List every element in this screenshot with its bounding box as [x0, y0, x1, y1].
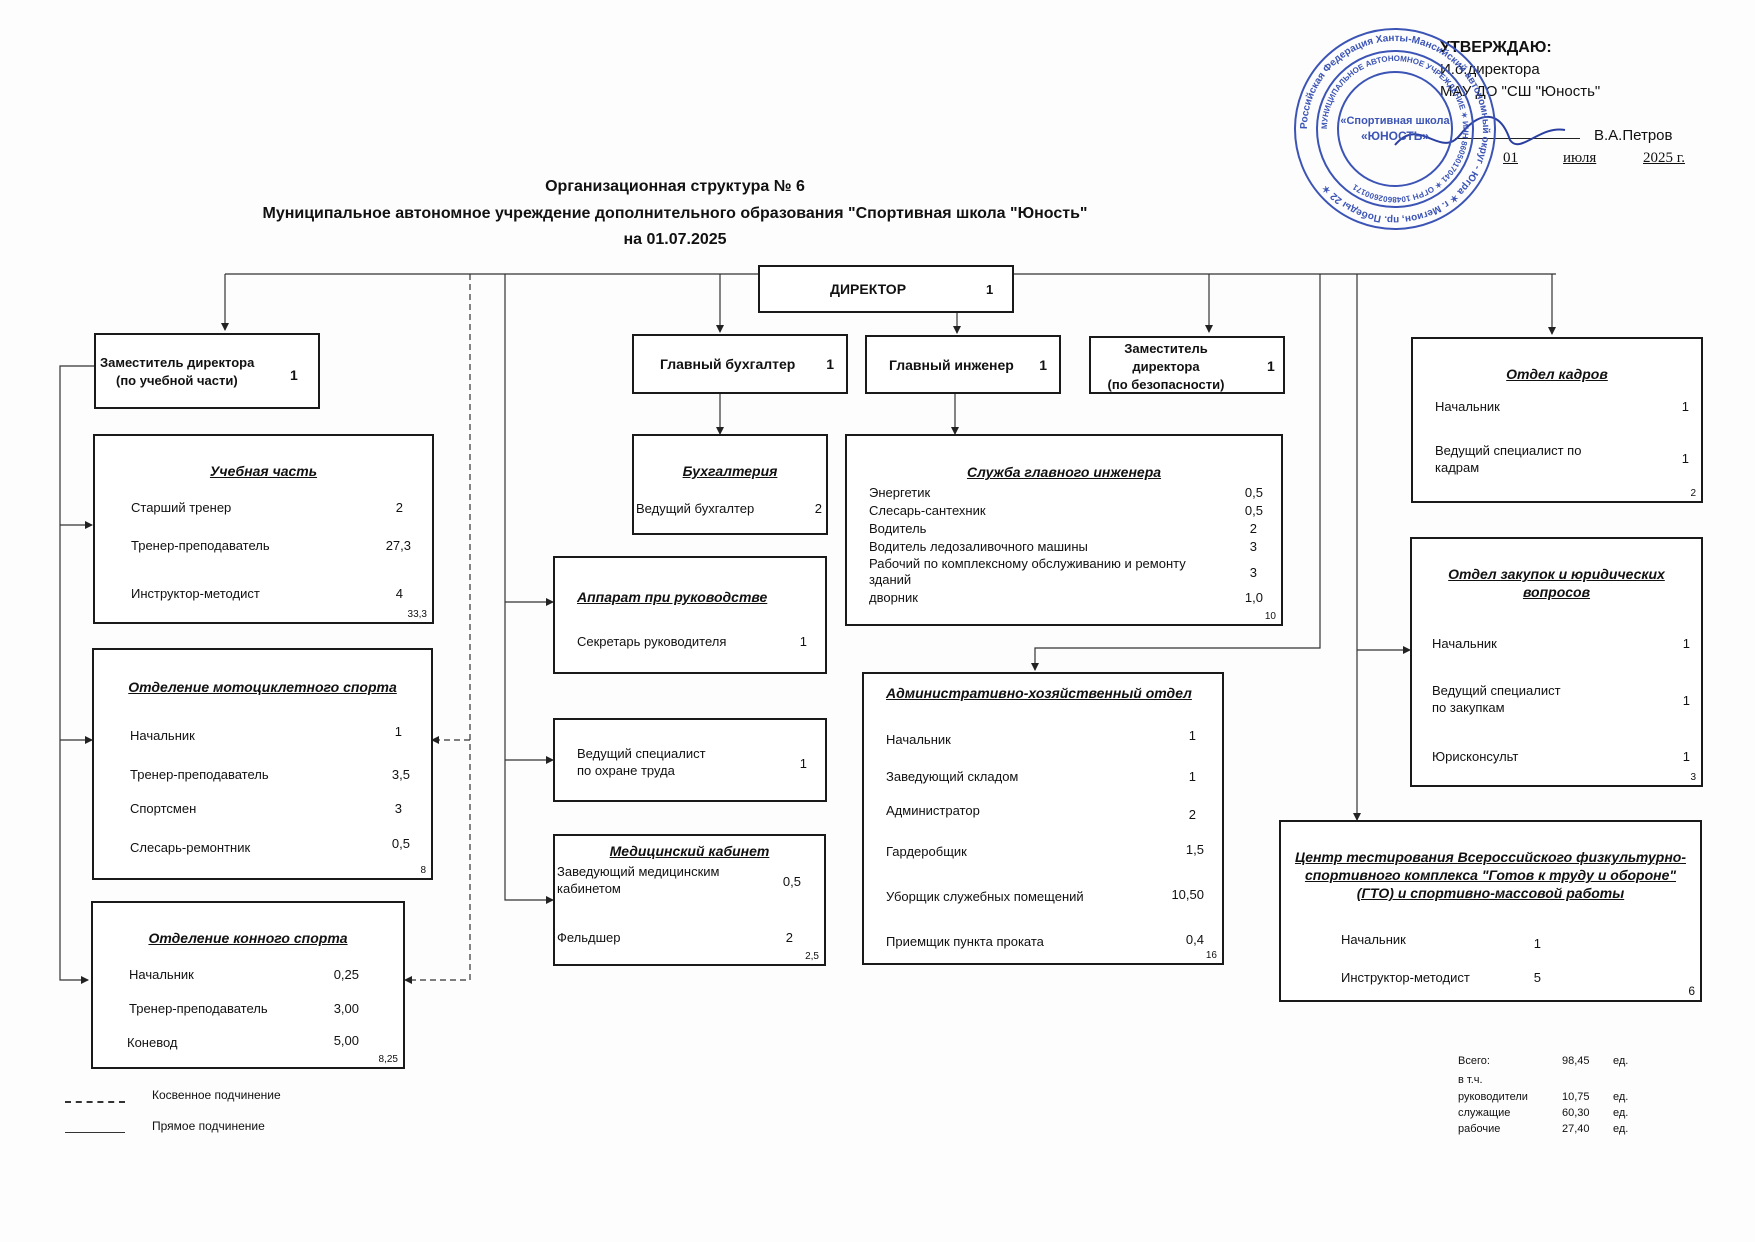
approval-day: 01 — [1503, 150, 1518, 166]
summary-row: служащие 60,30 ед. — [1458, 1107, 1629, 1119]
engineer-service-box: Служба главного инженера Энергетик 0,5 С… — [845, 434, 1283, 626]
doc-title-line1: Организационная структура № 6 — [545, 178, 805, 195]
medical-title: Медицинский кабинет — [609, 843, 770, 859]
summary-row: руководители 10,75 ед. — [1458, 1091, 1629, 1103]
hr-box: Отдел кадров Начальник 1 Ведущий специал… — [1411, 337, 1703, 503]
accounting-box: Бухгалтерия Ведущий бухгалтер 2 — [632, 434, 828, 535]
gto-title-line2: спортивного комплекса "Готов к труду и о… — [1304, 867, 1677, 883]
medical-box: Медицинский кабинет Заведующий медицинск… — [553, 834, 826, 966]
legend-direct: Прямое подчинение — [152, 1119, 265, 1133]
list-item: Заведующий медицинским кабинетом 0,5 — [557, 864, 801, 896]
procurement-box: Отдел закупок и юридических вопросов Нач… — [1410, 537, 1703, 787]
official-seal: Российская Федерация Ханты-Мансийский ав… — [1294, 28, 1496, 230]
horse-total: 8,25 — [378, 1054, 398, 1065]
deputy-security-line3: (по безопасности) — [1107, 377, 1225, 392]
legend-solid-line — [65, 1132, 125, 1133]
approval-signer: В.А.Петров — [1594, 127, 1673, 144]
deputy-security-box: Заместитель директора (по безопасности) … — [1089, 336, 1285, 394]
horse-box: Отделение конного спорта Начальник 0,25 … — [91, 901, 405, 1069]
list-item: Ведущий специалист по кадрам 1 — [1435, 443, 1689, 475]
engineer-service-title: Служба главного инженера — [966, 464, 1162, 480]
list-item: Рабочий по комплексному обслуживанию и р… — [869, 556, 1257, 587]
admin-household-box: Административно-хозяйственный отдел Нача… — [862, 672, 1224, 965]
svg-text:«Спортивная школа: «Спортивная школа — [1340, 115, 1450, 127]
apparatus-box: Аппарат при руководстве Секретарь руково… — [553, 556, 827, 674]
horse-title: Отделение конного спорта — [148, 930, 348, 946]
moto-total: 8 — [420, 865, 426, 876]
summary-total: Всего: 98,45 ед. — [1458, 1055, 1629, 1067]
doc-title-line2: Муниципальное автономное учреждение допо… — [262, 205, 1088, 222]
summary-row: рабочие 27,40 ед. — [1458, 1123, 1629, 1135]
moto-box: Отделение мотоциклетного спорта Начальни… — [92, 648, 433, 880]
labor-safety-box: Ведущий специалист по охране труда 1 — [553, 718, 827, 802]
gto-title-line1: Центр тестирования Всероссийского физкул… — [1294, 849, 1687, 865]
approval-year: 2025 г. — [1643, 150, 1685, 166]
approval-heading: УТВЕРЖДАЮ: — [1440, 39, 1552, 56]
admin-household-total: 16 — [1205, 950, 1217, 961]
deputy-edu-line2: (по учебной части) — [116, 373, 238, 388]
approval-month: июля — [1563, 150, 1597, 166]
training-total: 33,3 — [407, 609, 427, 620]
moto-title: Отделение мотоциклетного спорта — [128, 679, 397, 695]
gto-total: 6 — [1688, 984, 1695, 998]
signature-scribble — [1394, 115, 1566, 146]
doc-title-line3: на 01.07.2025 — [623, 231, 727, 248]
director-label: ДИРЕКТОР — [830, 281, 907, 297]
hr-total: 2 — [1690, 488, 1696, 499]
apparatus-title: Аппарат при руководстве — [577, 589, 768, 605]
chief-accountant-label: Главный бухгалтер — [660, 356, 796, 372]
director-count: 1 — [986, 282, 994, 297]
chief-engineer-box: Главный инженер 1 — [865, 335, 1061, 394]
procurement-title-line2: вопросов — [1522, 584, 1591, 600]
svg-text:«ЮНОСТЬ»: «ЮНОСТЬ» — [1361, 129, 1429, 143]
summary-incl: в т.ч. — [1458, 1074, 1483, 1086]
deputy-edu-line1: Заместитель директора — [100, 355, 255, 370]
chief-accountant-box: Главный бухгалтер 1 — [632, 334, 848, 394]
gto-title-line3: (ГТО) и спортивно-массовой работы — [1356, 885, 1625, 901]
list-item: Ведущий специалист по закупкам 1 — [1432, 683, 1690, 715]
accounting-title: Бухгалтерия — [682, 463, 778, 479]
signature-line — [1455, 138, 1580, 139]
approval-position-line1: И.о.директора — [1440, 61, 1540, 78]
deputy-security-count: 1 — [1267, 358, 1275, 374]
procurement-total: 3 — [1690, 772, 1696, 783]
legend-dashed-line — [65, 1101, 125, 1103]
list-item: Ведущий специалист по охране труда 1 — [577, 746, 807, 778]
admin-household-title: Административно-хозяйственный отдел — [886, 685, 1192, 701]
deputy-edu-count: 1 — [290, 367, 298, 383]
approval-position-line2: МАУ ДО "СШ "Юность" — [1440, 83, 1601, 100]
gto-box: Центр тестирования Всероссийского физкул… — [1279, 820, 1702, 1002]
hr-title: Отдел кадров — [1506, 366, 1608, 382]
procurement-title-line1: Отдел закупок и юридических — [1448, 566, 1665, 582]
deputy-security-line2: директора — [1132, 359, 1200, 374]
director-box: ДИРЕКТОР 1 — [758, 265, 1014, 313]
deputy-edu-box: Заместитель директора (по учебной части)… — [94, 333, 320, 409]
training-box: Учебная часть Старший тренер 2 Тренер-пр… — [93, 434, 434, 624]
legend-indirect: Косвенное подчинение — [152, 1088, 281, 1102]
training-title: Учебная часть — [209, 463, 318, 479]
chief-engineer-label: Главный инженер — [889, 357, 1014, 373]
deputy-security-line1: Заместитель — [1124, 341, 1208, 356]
medical-total: 2,5 — [805, 951, 819, 962]
chief-accountant-count: 1 — [826, 356, 834, 372]
engineer-service-total: 10 — [1264, 611, 1276, 622]
chief-engineer-count: 1 — [1039, 356, 1047, 373]
